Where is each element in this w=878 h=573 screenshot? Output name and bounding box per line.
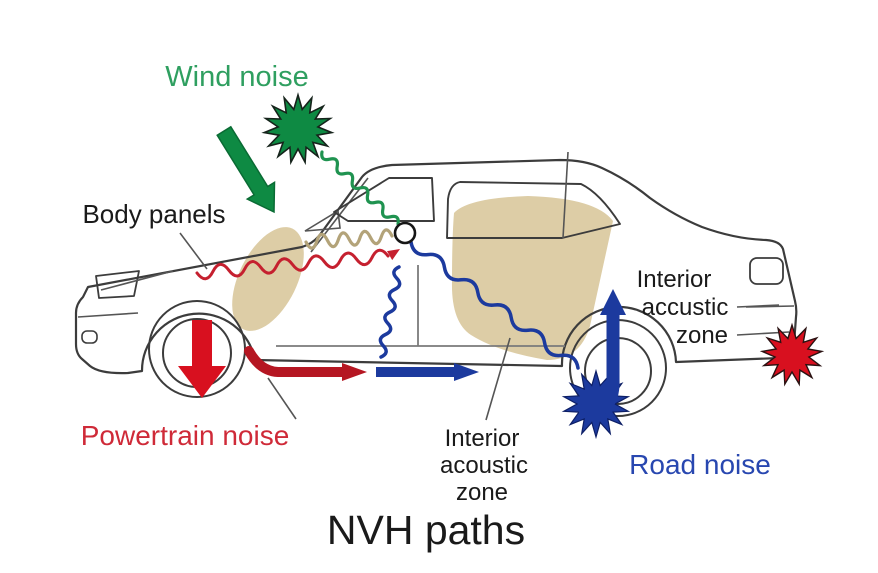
powertrain-floor-arrowhead <box>342 363 367 381</box>
firewall-acoustic-zone <box>232 227 304 331</box>
svg-text:zone: zone <box>456 479 508 506</box>
bumper-crease-line <box>77 312 139 318</box>
leader-lines <box>179 232 790 421</box>
car-outline <box>74 151 798 417</box>
svg-text:zone: zone <box>676 322 728 349</box>
wind-noise-burst-icon <box>261 92 335 166</box>
road-noise-up-arrowhead <box>600 289 626 315</box>
transmission-point-icon <box>393 221 417 245</box>
panel-vibration-wave <box>304 228 394 250</box>
c-pillar-line <box>562 151 569 239</box>
powertrain-vibration-wave <box>195 248 390 281</box>
noise-source-bursts <box>261 92 825 440</box>
powertrain-floor-arrow-shaft <box>244 346 349 377</box>
cabin-vibration-wave <box>409 240 580 370</box>
acoustic-zones <box>232 196 613 360</box>
powertrain-noise-label: Powertrain noise <box>81 420 290 451</box>
svg-text:acoustic: acoustic <box>440 452 528 479</box>
body-panels-leader <box>179 232 208 270</box>
road-noise-label: Road noise <box>629 449 771 480</box>
tail-light <box>749 257 784 285</box>
powertrain-leader <box>267 377 297 420</box>
diagram-labels: Wind noise Body panels Powertrain noise … <box>81 61 771 553</box>
cabin-acoustic-zone <box>451 196 613 360</box>
interior-accustic-zone-label-right: Interior accustic zone <box>637 266 729 349</box>
powertrain-wave-arrowhead <box>387 249 400 261</box>
wind-noise-arrow-icon <box>216 125 276 214</box>
rear-window <box>446 181 621 239</box>
vibration-paths <box>195 150 580 370</box>
road-noise-up-arrow-shaft <box>578 307 620 417</box>
wind-noise-label: Wind noise <box>165 61 308 93</box>
wind-vibration-wave <box>320 150 400 226</box>
fog-light <box>81 330 98 344</box>
interior-bottom-leader <box>485 337 511 421</box>
headlight <box>95 270 140 299</box>
road-floor-arrowhead <box>454 363 479 381</box>
body-panels-label: Body panels <box>82 199 225 229</box>
interior-right-leader-1 <box>736 304 780 308</box>
hood-crease-line <box>100 270 174 291</box>
svg-text:Interior: Interior <box>445 425 520 452</box>
front-window <box>333 177 435 222</box>
floor-vibration-wave <box>378 265 402 359</box>
rear-noise-burst-icon <box>759 322 825 387</box>
noise-path-arrows <box>178 125 479 398</box>
svg-text:accustic: accustic <box>642 294 729 321</box>
diagram-title: NVH paths <box>327 507 525 553</box>
side-mirror <box>304 209 341 232</box>
interior-acoustic-zone-label-bottom: Interior acoustic zone <box>440 425 528 506</box>
powertrain-down-arrow-icon <box>178 320 226 398</box>
svg-text:Interior: Interior <box>637 266 712 293</box>
